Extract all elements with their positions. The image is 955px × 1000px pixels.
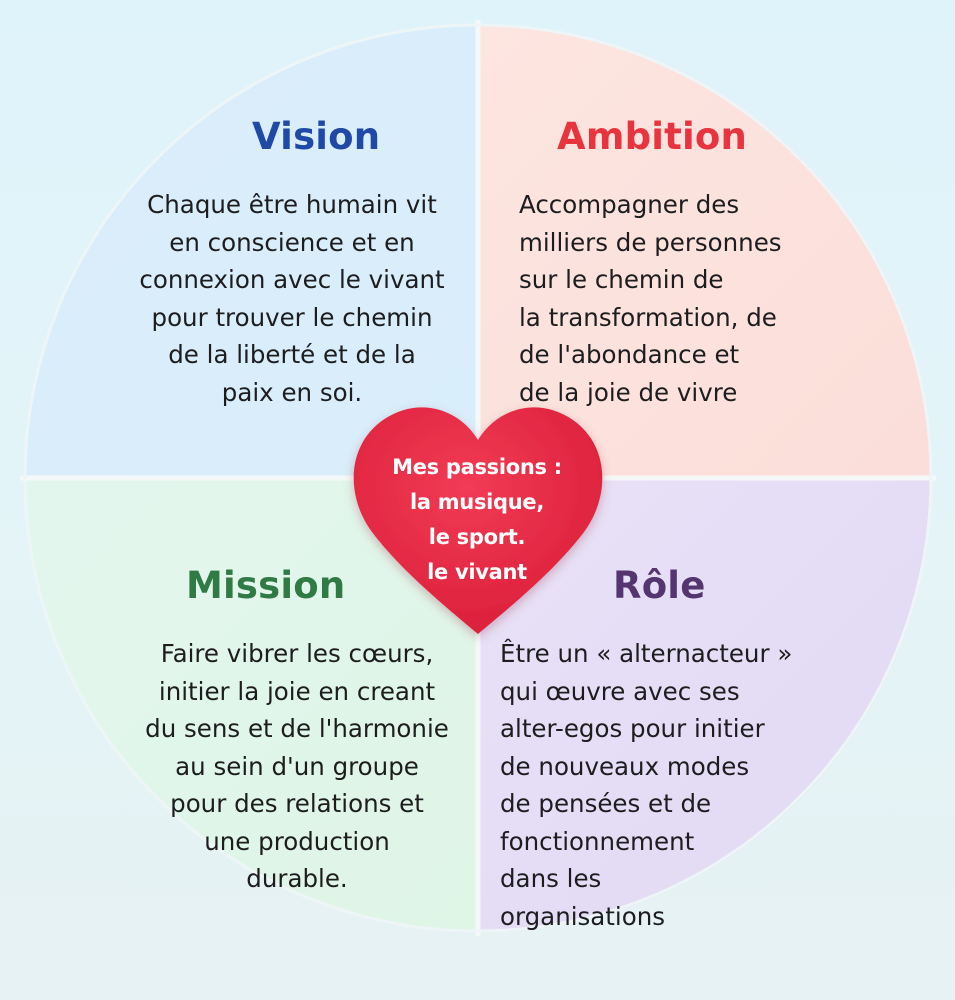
circle-outline: [23, 23, 933, 933]
ambition-quadrant: [480, 24, 932, 476]
role-text: Être un « alternacteur » qui œuvre avec …: [500, 639, 793, 931]
ambition-text: Accompagner des milliers de personnes su…: [519, 190, 782, 407]
heart-icon: [353, 407, 603, 634]
ambition-title: Ambition: [557, 115, 748, 158]
mission-text: Faire vibrer les cœurs, initier la joie …: [145, 639, 449, 893]
vision-text: Chaque être humain vit en conscience et …: [139, 190, 445, 407]
vision-title: Vision: [252, 115, 381, 158]
role-title: Rôle: [613, 564, 706, 607]
role-quadrant: [480, 480, 932, 932]
mission-quadrant: [24, 480, 476, 932]
vision-quadrant: [24, 24, 476, 476]
mission-title: Mission: [186, 564, 346, 607]
heart-passions-text: Mes passions : la musique, le sport. le …: [392, 455, 562, 584]
